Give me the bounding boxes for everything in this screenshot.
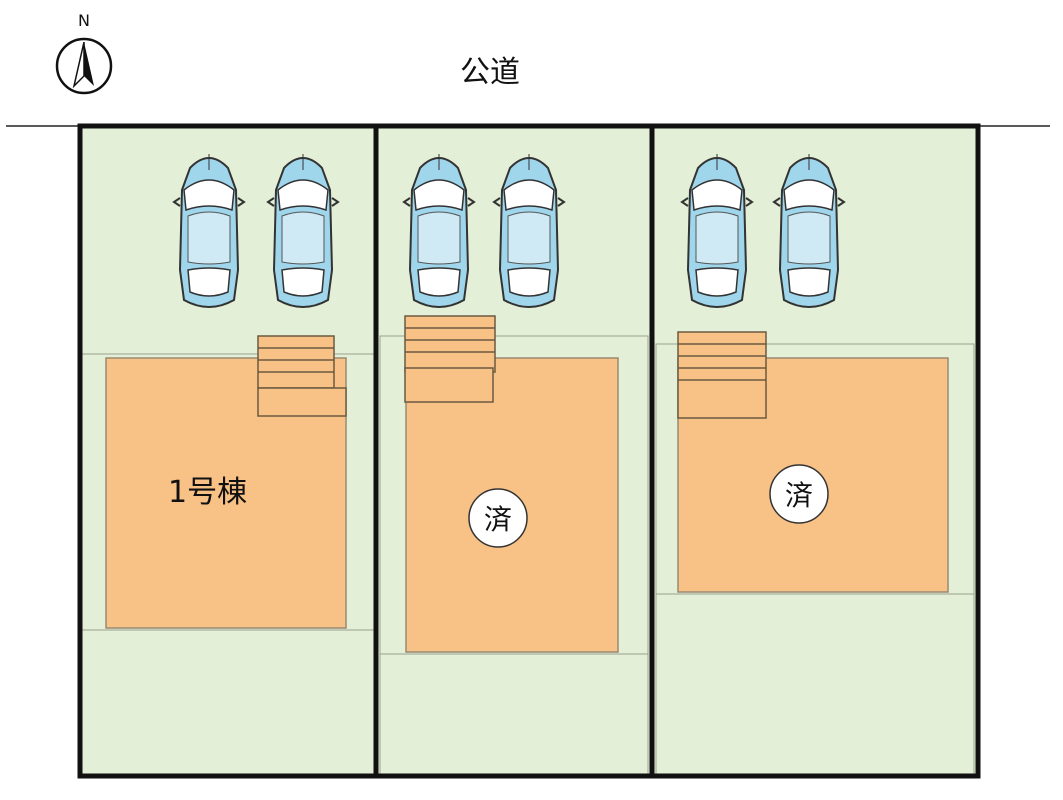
entrance-steps xyxy=(404,315,496,403)
lot-1: 1号棟 xyxy=(79,126,377,777)
status-label: 済 xyxy=(785,479,813,512)
lot-boundaries xyxy=(77,123,981,779)
north-label: N xyxy=(78,11,90,30)
lot-2: 済 xyxy=(376,126,652,776)
lot-3: 済 xyxy=(652,126,978,776)
road-label: 公道 xyxy=(460,55,520,90)
entrance-steps xyxy=(677,331,767,419)
north-arrow-icon xyxy=(55,37,113,95)
lot-label: 1号棟 xyxy=(168,475,247,510)
sold-badge: 済 xyxy=(468,488,528,548)
sold-badge: 済 xyxy=(769,464,829,524)
entrance-steps xyxy=(257,335,347,417)
status-label: 済 xyxy=(484,503,512,536)
